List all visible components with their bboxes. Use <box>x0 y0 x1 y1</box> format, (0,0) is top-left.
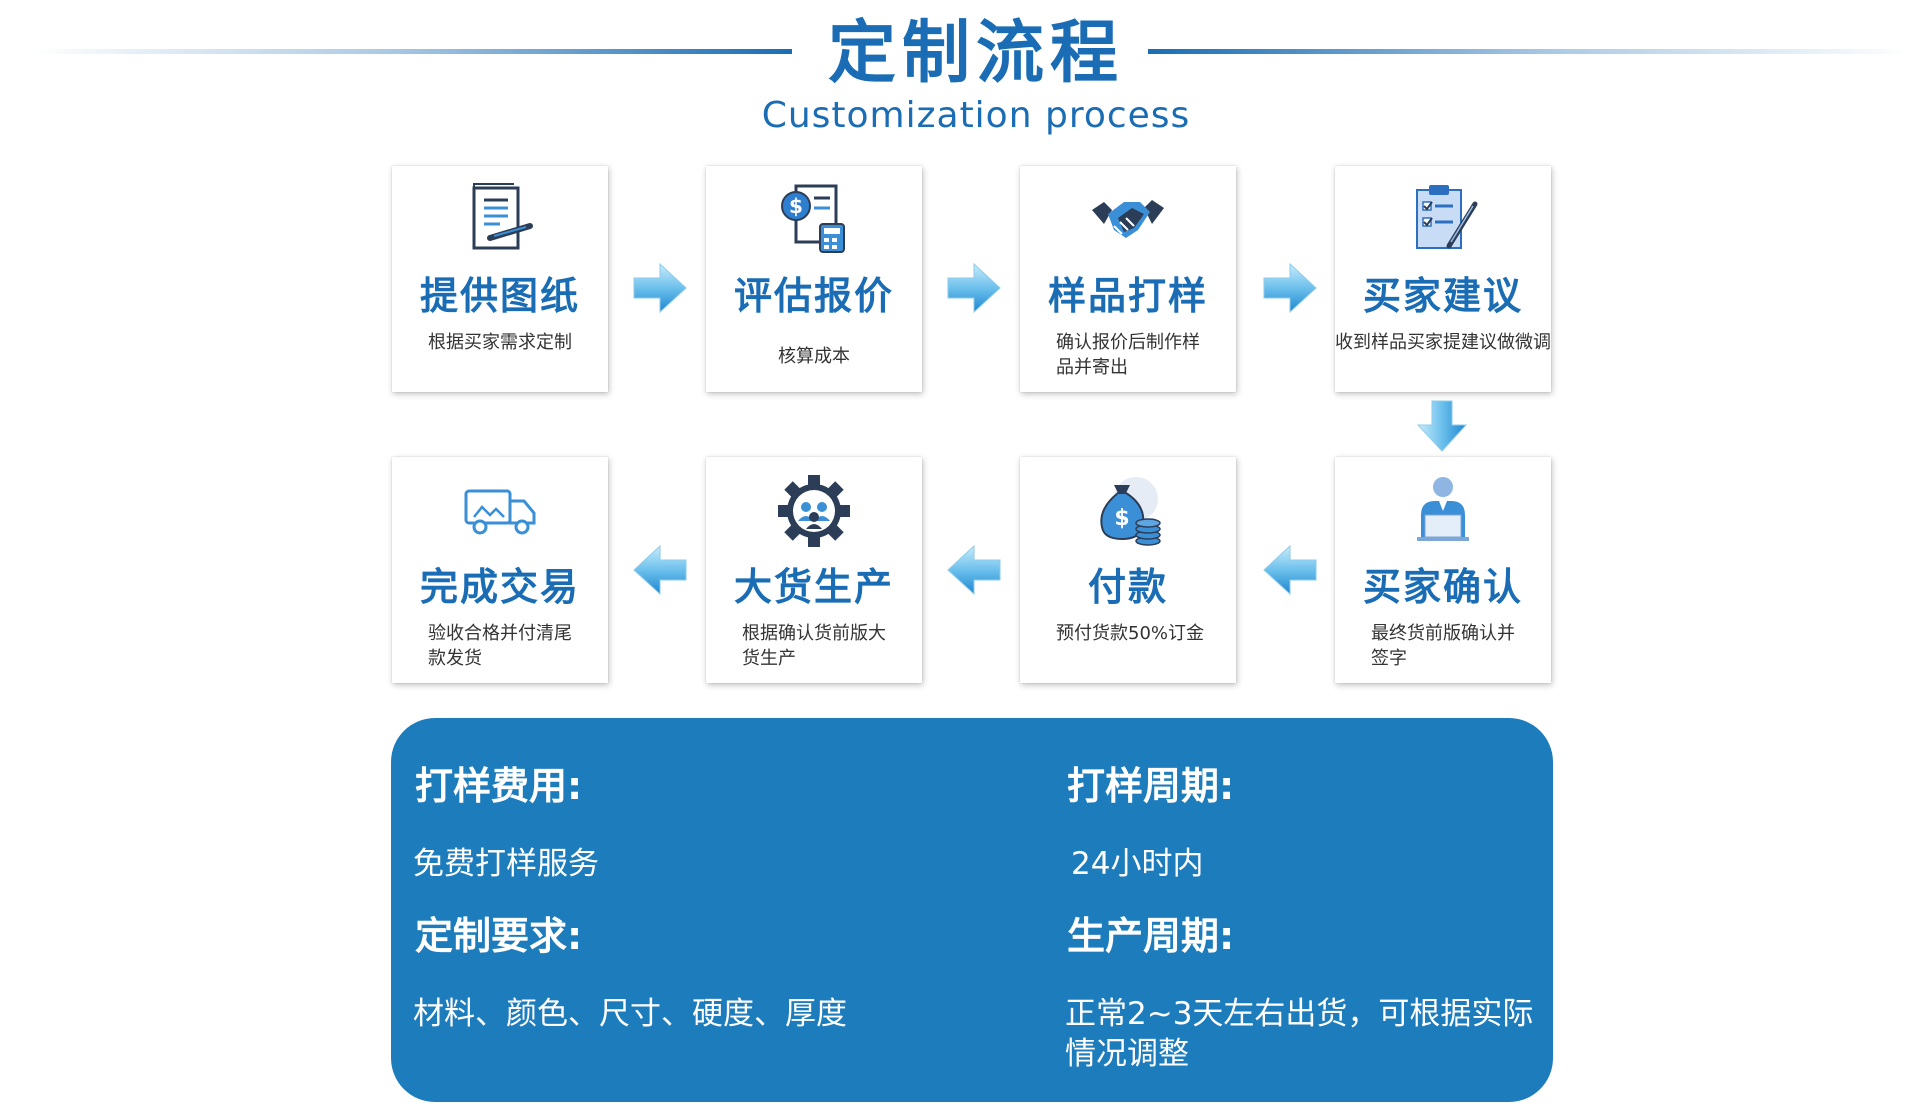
header-line-left <box>30 49 792 54</box>
arrow-down-icon <box>1416 400 1468 452</box>
step-name: 提供图纸 <box>419 274 580 318</box>
step-desc: 核算成本 <box>778 346 850 367</box>
step-card-8: 完成交易 验收合格并付清尾款发货 <box>392 457 608 683</box>
svg-text:$: $ <box>1114 506 1129 531</box>
arrow-left-icon <box>1263 544 1317 596</box>
money-bag-coins-icon: $ <box>1100 477 1161 546</box>
step-card-2: $ 评估报价 核算成本 <box>706 166 922 392</box>
arrow-right-icon <box>1263 262 1317 314</box>
step-desc: 确认报价后制作样品并寄出 <box>1056 332 1200 378</box>
sample-fee-label: 打样费用: <box>415 764 583 808</box>
step-name: 付款 <box>1087 565 1168 609</box>
step-name: 样品打样 <box>1047 274 1208 318</box>
step-name: 评估报价 <box>733 274 894 318</box>
arrow-right-icon <box>633 262 687 314</box>
arrow-right-icon <box>947 262 1001 314</box>
page-subtitle: Customization process <box>761 95 1191 136</box>
sample-fee-value: 免费打样服务 <box>413 846 599 882</box>
step-desc: 根据确认货前版大货生产 <box>742 623 886 669</box>
production-cycle-label: 生产周期: <box>1067 914 1235 958</box>
svg-text:$: $ <box>789 194 803 218</box>
gear-people-icon <box>778 475 850 547</box>
checklist-pen-icon <box>1416 185 1478 249</box>
person-laptop-icon <box>1417 477 1469 541</box>
step-desc: 根据买家需求定制 <box>428 332 572 353</box>
step-name: 买家确认 <box>1362 565 1523 609</box>
info-panel: 打样费用: 免费打样服务 定制要求: 材料、颜色、尺寸、硬度、厚度 打样周期: … <box>391 718 1553 1102</box>
custom-requirements-value: 材料、颜色、尺寸、硬度、厚度 <box>413 996 847 1032</box>
arrow-left-icon <box>633 544 687 596</box>
step-card-5: 买家确认 最终货前版确认并签字 <box>1335 457 1551 683</box>
header-line-right <box>1148 49 1910 54</box>
delivery-truck-icon <box>464 489 536 535</box>
custom-requirements-label: 定制要求: <box>415 914 583 958</box>
step-desc: 最终货前版确认并签字 <box>1371 623 1515 669</box>
step-desc: 预付货款50%订金 <box>1056 623 1205 644</box>
step-name: 大货生产 <box>733 565 894 609</box>
sample-cycle-label: 打样周期: <box>1067 764 1235 808</box>
step-desc: 收到样品买家提建议做微调 <box>1335 332 1551 353</box>
step-card-7: 大货生产 根据确认货前版大货生产 <box>706 457 922 683</box>
step-desc: 验收合格并付清尾款发货 <box>428 623 572 669</box>
step-card-6: $ 付款 预付货款50%订金 <box>1020 457 1236 683</box>
step-card-1: 提供图纸 根据买家需求定制 <box>392 166 608 392</box>
dollar-calculator-icon: $ <box>781 184 845 253</box>
step-card-3: 样品打样 确认报价后制作样品并寄出 <box>1020 166 1236 392</box>
handshake-icon <box>1092 200 1164 238</box>
page-title: 定制流程 <box>827 14 1124 93</box>
step-name: 买家建议 <box>1362 274 1523 318</box>
production-cycle-value: 正常2~3天左右出货，可根据实际情况调整 <box>1065 996 1534 1072</box>
step-name: 完成交易 <box>419 565 580 609</box>
sample-cycle-value: 24小时内 <box>1071 846 1204 882</box>
document-pen-icon <box>472 183 533 250</box>
step-card-4: 买家建议 收到样品买家提建议做微调 <box>1335 166 1551 392</box>
arrow-left-icon <box>947 544 1001 596</box>
